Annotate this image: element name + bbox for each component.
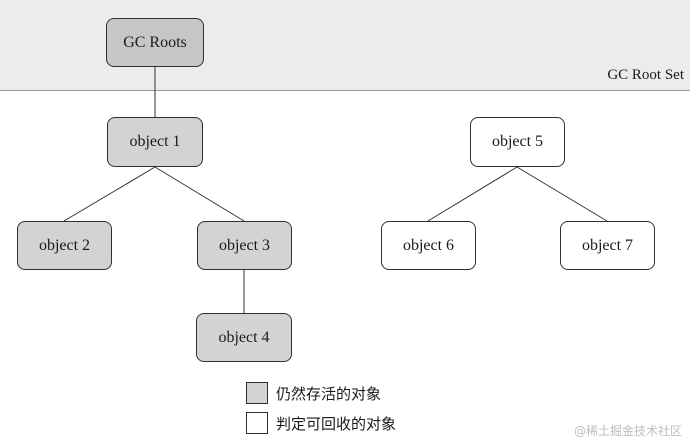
object-6-node: object 6: [381, 221, 476, 270]
legend-collectable-swatch: [246, 412, 268, 434]
legend-alive: 仍然存活的对象: [246, 382, 381, 404]
legend-alive-label: 仍然存活的对象: [276, 384, 382, 403]
watermark: @稀土掘金技术社区: [573, 424, 682, 438]
edge-object-1-object-2: [63, 166, 156, 222]
edge-object-5-object-6: [427, 166, 518, 222]
object-7-node: object 7: [560, 221, 655, 270]
object-4-node: object 4: [196, 313, 292, 362]
object-2-node: object 2: [17, 221, 112, 270]
gc-root-set-label: GC Root Set: [607, 67, 684, 83]
gc-roots-node: GC Roots: [106, 18, 204, 67]
edge-object-5-object-7: [516, 166, 608, 222]
edge-object-1-object-3: [154, 166, 245, 222]
legend-alive-swatch: [246, 382, 268, 404]
object-3-node: object 3: [197, 221, 292, 270]
legend-collectable: 判定可回收的对象: [246, 412, 396, 434]
object-5-node: object 5: [470, 117, 565, 167]
object-1-node: object 1: [107, 117, 203, 167]
legend-collectable-label: 判定可回收的对象: [276, 414, 397, 433]
